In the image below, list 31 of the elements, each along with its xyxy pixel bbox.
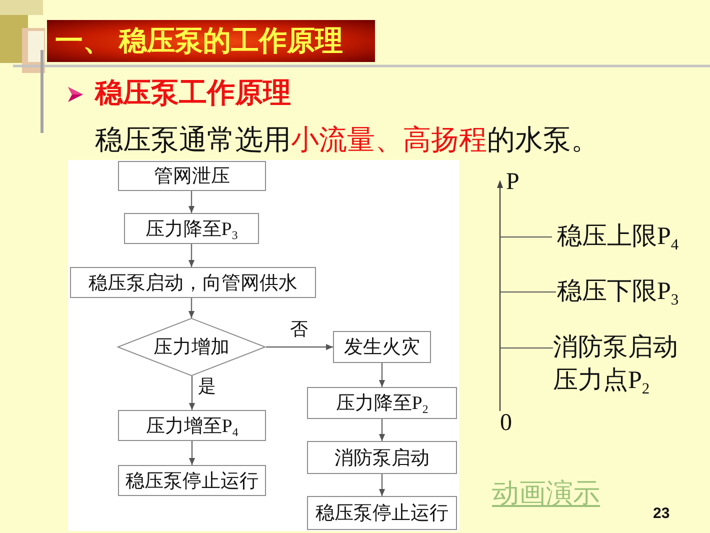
- process-box: 稳压泵停止运行: [118, 465, 266, 496]
- arrow: [266, 344, 333, 350]
- body-text: 稳压泵通常选用小流量、高扬程的水泵。: [95, 123, 599, 157]
- arrow: [188, 191, 195, 213]
- edge-label: 是: [198, 377, 216, 397]
- arrow: [378, 363, 386, 387]
- process-box: 发生火灾: [333, 331, 431, 363]
- axis-label: 0: [500, 409, 512, 438]
- decision-diamond: 压力增加: [117, 318, 266, 376]
- animation-link: 动画演示: [492, 477, 600, 510]
- pressure-label: 稳压上限P$_{4}$: [557, 222, 679, 252]
- process-box: 管网泄压: [118, 161, 266, 191]
- arrow: [378, 419, 386, 441]
- page-number: 23: [653, 505, 670, 523]
- arrow: [188, 298, 195, 318]
- axis-label: P: [506, 168, 520, 197]
- title-banner: 一、 稳压泵的工作原理: [47, 20, 375, 62]
- arrow: [188, 441, 196, 465]
- process-box: 消防泵启动: [307, 441, 457, 474]
- pressure-label: 稳压下限P$_{3}$: [557, 277, 679, 307]
- edge-label: 否: [290, 320, 308, 340]
- arrow: [188, 376, 196, 410]
- process-box: 压力增至P$_{4}$: [118, 410, 266, 441]
- process-box: 压力降至P$_{3}$: [124, 213, 259, 244]
- pressure-label: 消防泵启动压力点P$_{2}$: [553, 332, 679, 397]
- subheading: 稳压泵工作原理: [95, 76, 291, 110]
- arrow: [188, 244, 195, 267]
- process-box: 压力降至P$_{2}$: [307, 387, 457, 419]
- arrow: [378, 474, 386, 496]
- process-box: 稳压泵停止运行: [307, 496, 457, 530]
- process-box: 稳压泵启动，向管网供水: [70, 267, 316, 298]
